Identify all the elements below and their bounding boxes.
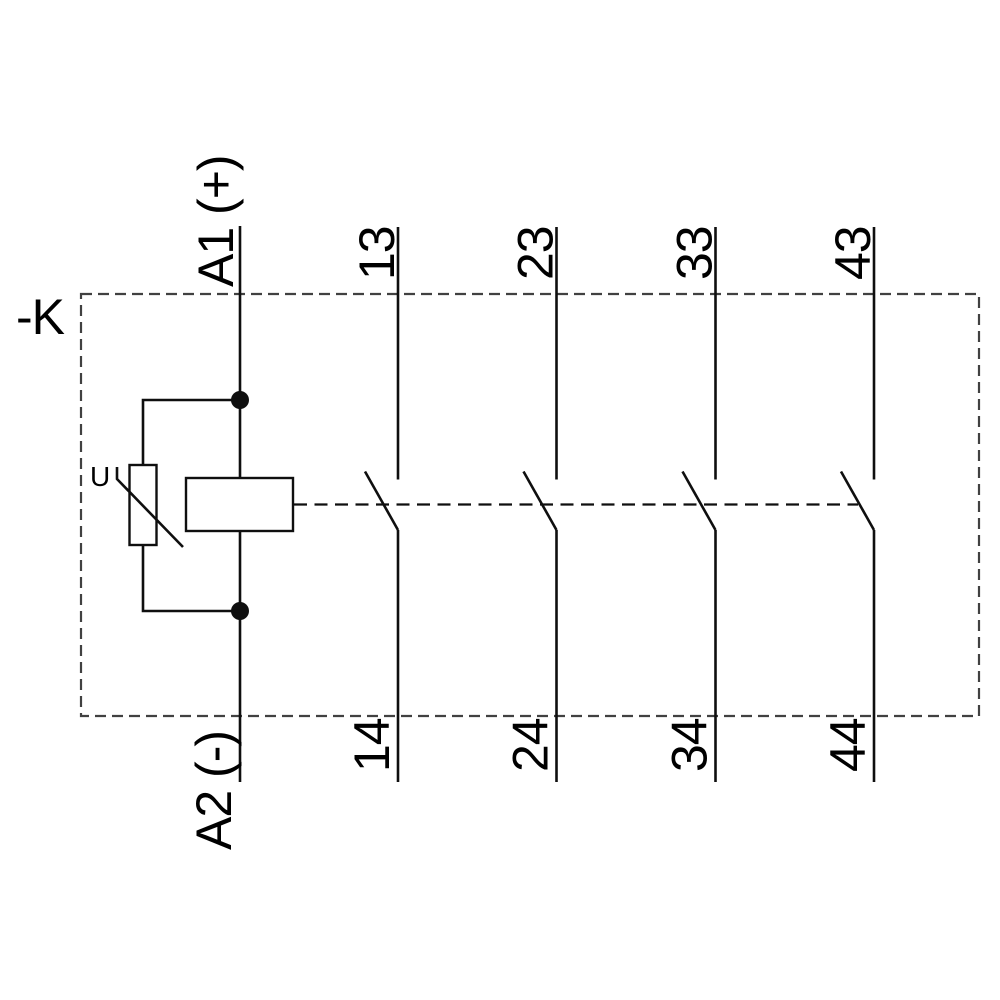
contact4-blade: [839, 470, 876, 531]
coil-symbol: [184, 476, 295, 533]
contact2-blade: [522, 470, 558, 531]
device-boundary-outline: [79, 292, 981, 718]
contact-pole-2: 23 24: [503, 226, 564, 782]
suppressor-wire-bottom: [141, 545, 240, 613]
contact2-bottom-label: 24: [503, 718, 559, 772]
terminal-a1-label: A1 (+): [188, 155, 244, 287]
contact2-top-label: 23: [508, 226, 564, 280]
contact3-blade: [681, 470, 717, 531]
suppressor-wire-top: [141, 398, 240, 465]
contact1-bottom-label: 14: [344, 718, 400, 772]
device-tag-label: -K: [16, 289, 65, 345]
contact1-blade: [363, 470, 400, 531]
contact-pole-4: 43 44: [820, 226, 881, 782]
contact3-top-label: 33: [667, 226, 723, 280]
terminal-a2-label: A2 (-): [186, 731, 242, 850]
contact1-top-label: 13: [349, 226, 405, 280]
suppressor-u-label: U: [90, 461, 110, 492]
contact4-bottom-label: 44: [820, 718, 876, 772]
coil-branch: A1 (+) A2 (-): [184, 155, 295, 850]
varistor-diagonal-stroke: [115, 467, 184, 548]
contact3-bottom-label: 34: [662, 718, 718, 772]
contact-pole-1: 13 14: [344, 226, 405, 782]
contact-pole-3: 33 34: [662, 226, 723, 782]
contact4-top-label: 43: [825, 226, 881, 280]
surge-suppressor-branch: U: [90, 398, 240, 613]
